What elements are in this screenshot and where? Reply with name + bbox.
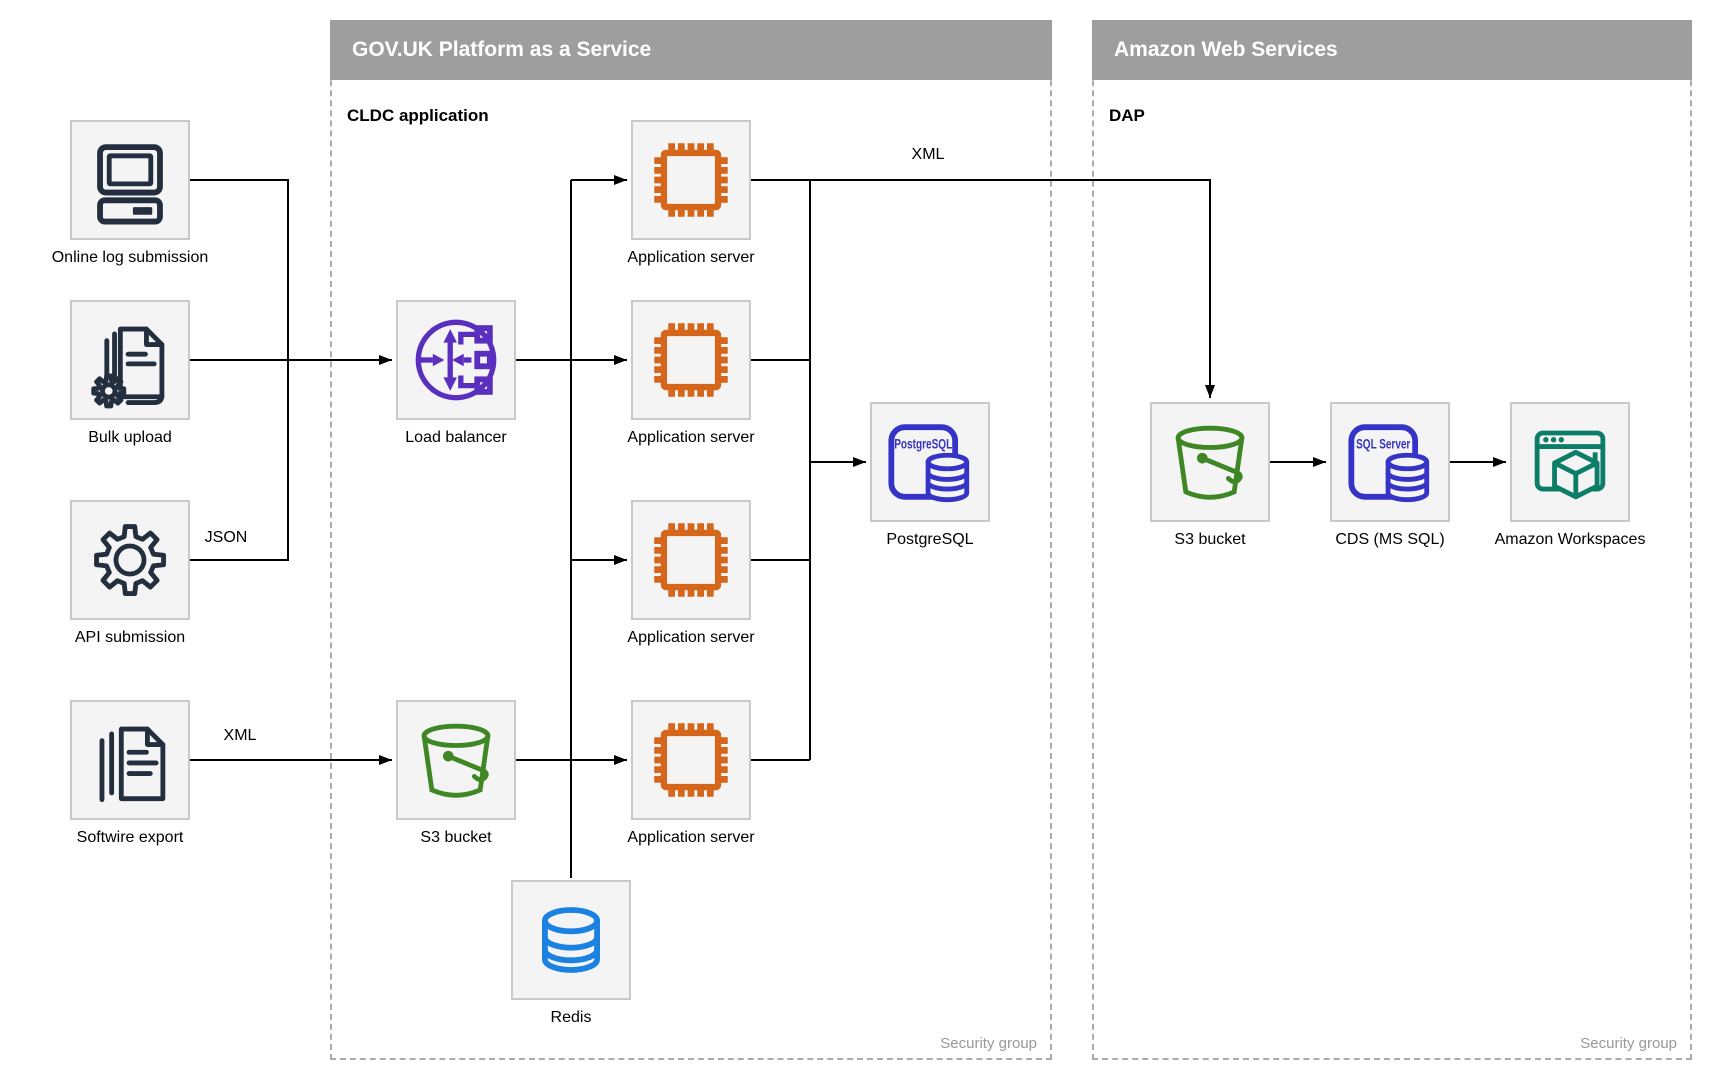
- cpu-chip-icon: [633, 702, 749, 818]
- aws-security-group-label: Security group: [1580, 1035, 1677, 1052]
- paas-security-group-label: Security group: [940, 1035, 1037, 1052]
- s3-bucket-icon: [398, 702, 514, 818]
- node-label: Application server: [627, 249, 755, 266]
- xml-edge-label-aws: XML: [911, 146, 945, 163]
- node-s3-bucket-aws: [1150, 402, 1270, 522]
- json-edge-label: JSON: [204, 529, 248, 546]
- cpu-chip-icon: [633, 502, 749, 618]
- node-cds-mssql: SQL Server: [1330, 402, 1450, 522]
- s3-bucket-icon: [1152, 404, 1268, 520]
- computer-icon: [72, 122, 188, 238]
- node-label: Redis: [550, 1009, 592, 1026]
- node-postgresql: PostgreSQL: [870, 402, 990, 522]
- documents-stack-icon: [72, 702, 188, 818]
- postgresql-icon-text: PostgreSQL: [894, 436, 952, 451]
- node-application-server-3: [631, 500, 751, 620]
- aws-container: Amazon Web Services DAP Security group: [1092, 20, 1692, 1060]
- node-application-server-4: [631, 700, 751, 820]
- aws-container-title: Amazon Web Services: [1114, 38, 1338, 61]
- node-amazon-workspaces: [1510, 402, 1630, 522]
- node-redis: [511, 880, 631, 1000]
- node-label: Amazon Workspaces: [1494, 531, 1646, 548]
- postgresql-db-icon: PostgreSQL: [888, 424, 970, 503]
- node-application-server-1: [631, 120, 751, 240]
- node-load-balancer: [396, 300, 516, 420]
- xml-edge-label-softwire: XML: [223, 727, 257, 744]
- node-label: PostgreSQL: [886, 531, 974, 548]
- edge-sources-merge: [190, 179, 289, 561]
- node-label: Softwire export: [76, 829, 184, 846]
- redis-db-icon: [513, 882, 629, 998]
- cpu-chip-icon: [633, 122, 749, 238]
- node-label: Load balancer: [405, 429, 507, 446]
- node-label: Application server: [627, 829, 755, 846]
- paas-container-header: GOV.UK Platform as a Service: [330, 20, 1052, 80]
- paas-sublabel: CLDC application: [347, 106, 489, 125]
- node-online-log-submission: [70, 120, 190, 240]
- node-label: S3 bucket: [1174, 531, 1246, 548]
- node-label: S3 bucket: [420, 829, 492, 846]
- sql-server-icon-text: SQL Server: [1356, 436, 1411, 451]
- sql-server-db-icon: SQL Server: [1348, 424, 1430, 503]
- workspaces-icon: [1512, 404, 1628, 520]
- node-label: API submission: [74, 629, 186, 646]
- node-bulk-upload: [70, 300, 190, 420]
- node-label: CDS (MS SQL): [1335, 531, 1445, 548]
- node-api-submission: [70, 500, 190, 620]
- paas-container: GOV.UK Platform as a Service CLDC applic…: [330, 20, 1052, 1060]
- load-balancer-icon: [398, 302, 514, 418]
- node-softwire-export: [70, 700, 190, 820]
- aws-sublabel: DAP: [1109, 106, 1145, 125]
- cpu-chip-icon: [633, 302, 749, 418]
- node-s3-bucket-paas: [396, 700, 516, 820]
- gear-icon: [72, 502, 188, 618]
- paas-container-title: GOV.UK Platform as a Service: [352, 38, 652, 61]
- aws-container-header: Amazon Web Services: [1092, 20, 1692, 80]
- node-application-server-2: [631, 300, 751, 420]
- document-gear-icon: [72, 302, 188, 418]
- node-label: Application server: [627, 629, 755, 646]
- node-label: Application server: [627, 429, 755, 446]
- node-label: Bulk upload: [88, 429, 172, 446]
- node-label: Online log submission: [51, 249, 209, 266]
